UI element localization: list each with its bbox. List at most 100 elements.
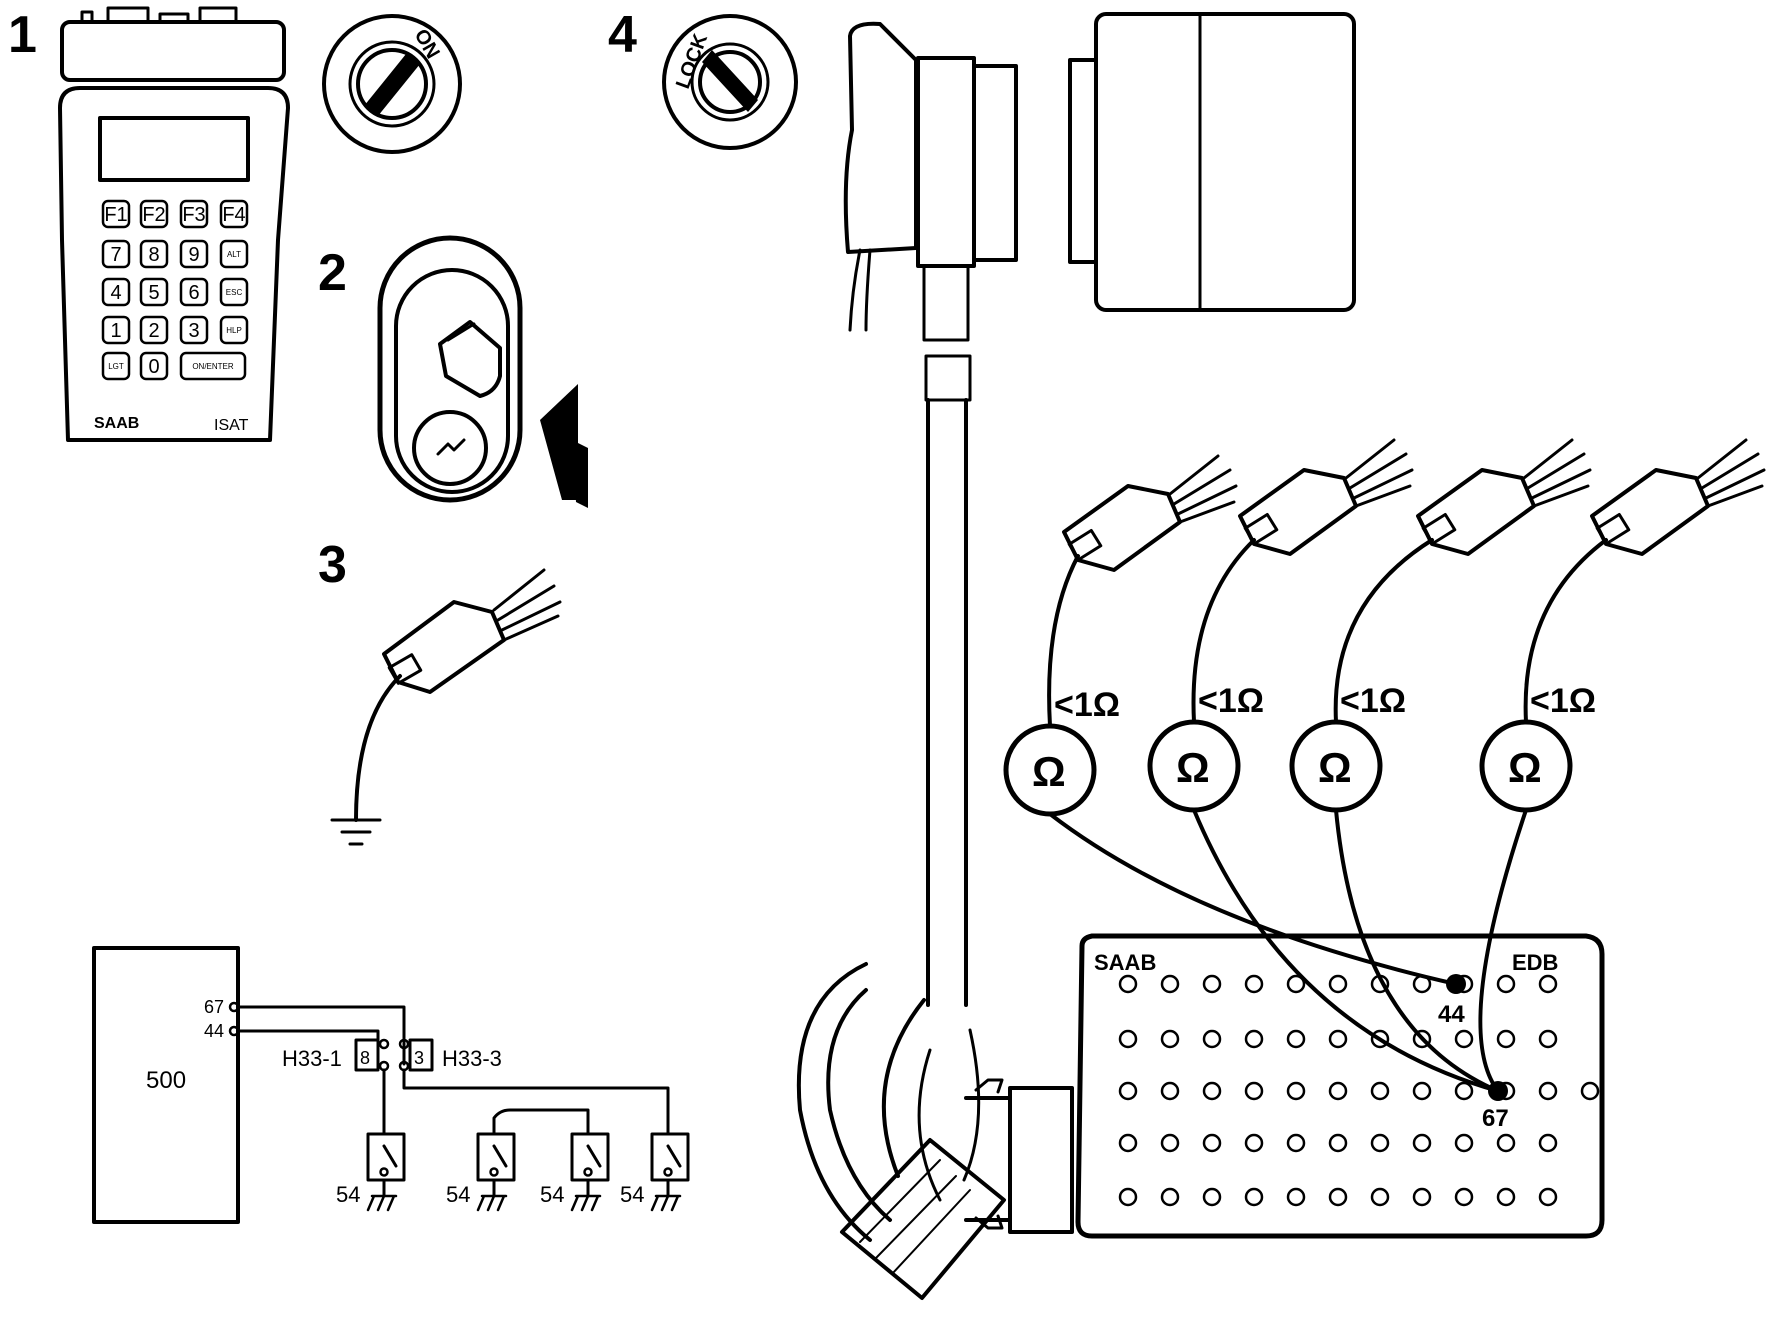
breakout-pin xyxy=(1538,1187,1558,1207)
isat-key-label: 0 xyxy=(148,356,159,378)
breakout-pin xyxy=(1160,1081,1180,1101)
ground-symbol xyxy=(570,1194,602,1212)
isat-key-label: 3 xyxy=(188,320,199,342)
step-3-number: 3 xyxy=(318,536,347,594)
sensor-switches: 54 54 54 54 xyxy=(336,1132,690,1212)
ground-connector xyxy=(330,568,562,846)
isat-model-label: ISAT xyxy=(214,417,249,434)
ohm-symbol: Ω xyxy=(1508,744,1542,791)
sensor-label: 54 xyxy=(336,1182,360,1207)
isat-key xyxy=(219,239,249,269)
ecu-label: 500 xyxy=(146,1067,186,1094)
breakout-pin xyxy=(1286,1081,1306,1101)
isat-key xyxy=(139,315,169,345)
isat-key-label: 2 xyxy=(148,320,159,342)
ground-symbol xyxy=(650,1194,682,1212)
breakout-box-code: EDB xyxy=(1512,950,1558,975)
isat-key-label: 8 xyxy=(148,244,159,266)
resistance-measurements: Ω<1ΩΩ<1ΩΩ<1ΩΩ<1Ω xyxy=(1003,438,1766,1093)
breakout-pin xyxy=(1202,1187,1222,1207)
isat-brand-logo: SAAB xyxy=(94,415,139,432)
breakout-pin xyxy=(1202,974,1222,994)
isat-key xyxy=(101,239,131,269)
isat-key xyxy=(219,199,249,229)
isat-key xyxy=(139,239,169,269)
breakout-pin xyxy=(1244,1133,1264,1153)
breakout-pin xyxy=(1412,1081,1432,1101)
measurement-4: Ω<1Ω xyxy=(1478,438,1766,1093)
breakout-pin xyxy=(1118,1081,1138,1101)
breakout-pin xyxy=(1454,1187,1474,1207)
isat-key xyxy=(139,277,169,307)
breakout-pin xyxy=(1328,974,1348,994)
isat-key-label: HLP xyxy=(226,326,242,335)
breakout-pin xyxy=(1118,1187,1138,1207)
breakout-pin xyxy=(1286,974,1306,994)
ignition-switch-lock: LOCK xyxy=(662,14,798,150)
isat-key xyxy=(179,277,209,307)
measurement-3: Ω<1Ω xyxy=(1289,438,1592,1093)
breakout-pin xyxy=(1370,1081,1390,1101)
measurement-1: Ω <1Ω xyxy=(1003,454,1458,986)
breakout-pin xyxy=(1160,1187,1180,1207)
isat-key xyxy=(179,351,247,381)
measurement-2: Ω <1Ω xyxy=(1147,438,1500,1093)
sensor-switch-3: 54 xyxy=(540,1132,610,1212)
breakout-pin xyxy=(1118,1029,1138,1049)
breakout-pin xyxy=(1286,1029,1306,1049)
step-2-number: 2 xyxy=(318,244,347,302)
isat-key xyxy=(101,315,131,345)
breakout-pin xyxy=(1202,1029,1222,1049)
ohm-symbol: Ω xyxy=(1318,744,1352,791)
breakout-pin xyxy=(1496,974,1516,994)
sensor-label: 54 xyxy=(620,1182,644,1207)
isat-key xyxy=(219,315,249,345)
breakout-pin xyxy=(1160,974,1180,994)
breakout-pin xyxy=(1496,1187,1516,1207)
breakout-pin xyxy=(1580,1081,1600,1101)
breakout-pin xyxy=(1538,1029,1558,1049)
breakout-pin xyxy=(1538,1081,1558,1101)
isat-key xyxy=(101,199,131,229)
resistance-reading: <1Ω xyxy=(1054,686,1120,724)
isat-key xyxy=(179,239,209,269)
breakout-pin xyxy=(1454,1133,1474,1153)
resistance-reading: <1Ω xyxy=(1198,682,1264,720)
isat-key-label: 1 xyxy=(110,320,121,342)
breakout-box-pins xyxy=(1118,974,1600,1207)
isat-key xyxy=(101,277,131,307)
ohm-symbol: Ω xyxy=(1032,748,1066,795)
isat-key-label: ESC xyxy=(226,288,243,297)
breakout-pin xyxy=(1328,1187,1348,1207)
breakout-pin xyxy=(1202,1133,1222,1153)
sensor-switch-1: 54 xyxy=(336,1132,406,1212)
breakout-pin xyxy=(1328,1029,1348,1049)
pin-67-label: 67 xyxy=(1482,1105,1509,1132)
isat-key xyxy=(179,199,209,229)
breakout-pin xyxy=(1118,1133,1138,1153)
ground-symbol xyxy=(330,818,382,846)
breakout-box-brand: SAAB xyxy=(1094,950,1156,975)
connector-h33-1-label: H33-1 xyxy=(282,1046,342,1071)
isat-key-label: 4 xyxy=(110,282,121,304)
ground-symbol xyxy=(366,1194,398,1212)
ground-symbol xyxy=(476,1194,508,1212)
breakout-pin xyxy=(1496,1029,1516,1049)
ohm-symbol: Ω xyxy=(1176,744,1210,791)
breakout-pin xyxy=(1538,1133,1558,1153)
breakout-pin xyxy=(1328,1133,1348,1153)
sensor-label: 54 xyxy=(540,1182,564,1207)
isat-key xyxy=(139,351,169,381)
breakout-pin xyxy=(1118,974,1138,994)
sensor-label: 54 xyxy=(446,1182,470,1207)
breakout-pin xyxy=(1370,1029,1390,1049)
isat-display xyxy=(98,116,250,182)
ecu-pin-44-label: 44 xyxy=(204,1021,224,1041)
step-4-number: 4 xyxy=(608,6,637,64)
breakout-pin xyxy=(1412,1187,1432,1207)
breakout-pin xyxy=(1496,1133,1516,1153)
step-1-number: 1 xyxy=(8,6,37,64)
